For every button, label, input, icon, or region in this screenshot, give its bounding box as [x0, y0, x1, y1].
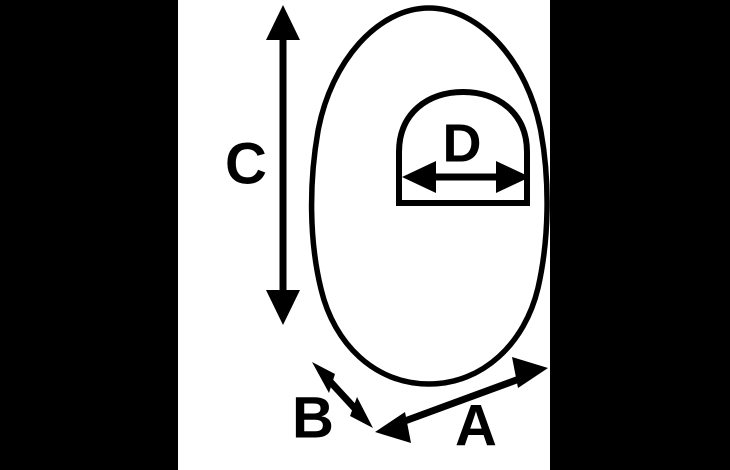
dimension-d-arrowhead-right: [496, 161, 530, 193]
dimension-d-arrowhead-left: [402, 161, 436, 193]
dimension-c-arrowhead-top: [266, 5, 300, 40]
diagram-canvas: C D B A: [178, 0, 550, 470]
dimension-label-a: A: [455, 393, 497, 458]
dimension-diagram: C D B A: [225, 5, 550, 458]
dimension-a-arrowhead-lower-left: [375, 412, 411, 443]
dimension-a-line: [392, 371, 532, 429]
dimension-label-b: B: [292, 385, 334, 450]
dimension-a: A: [375, 357, 548, 458]
dimension-label-c: C: [225, 131, 267, 196]
dimension-c-arrowhead-bottom: [266, 290, 300, 325]
letterbox-bar-right: [550, 0, 730, 470]
dimension-d: D: [402, 113, 530, 193]
letterbox-bar-left: [0, 0, 178, 470]
dimension-label-d: D: [443, 113, 482, 173]
dimension-b-arrowhead-upper: [312, 362, 335, 393]
dimension-a-arrowhead-upper-right: [512, 357, 548, 388]
dimension-c: C: [225, 5, 300, 325]
dimension-b-arrowhead-lower: [350, 397, 373, 428]
dimension-b: B: [292, 362, 373, 450]
